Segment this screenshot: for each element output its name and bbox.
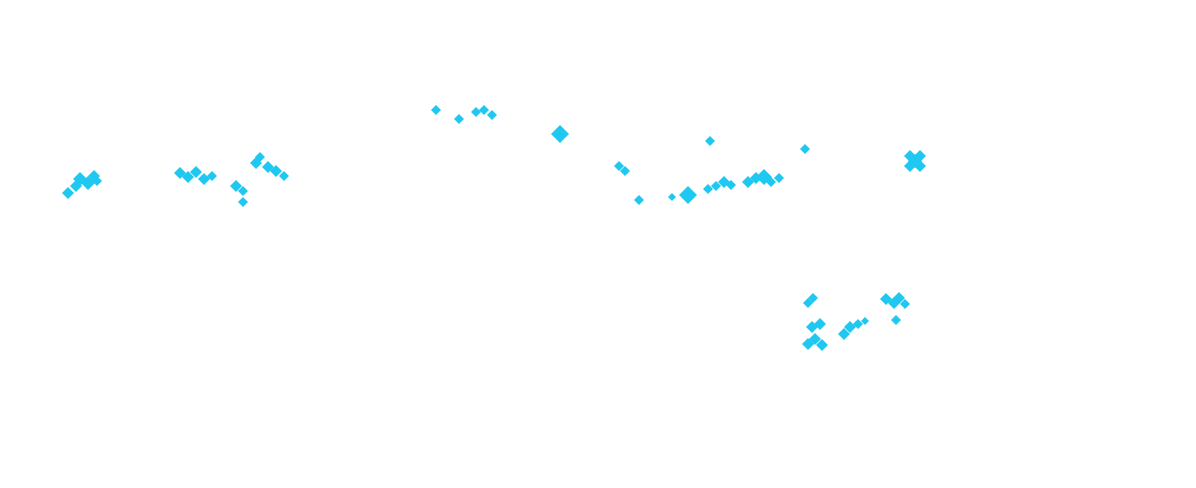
- diamond-mark: [814, 318, 826, 330]
- diamond-mark: [816, 339, 828, 351]
- diamond-mark: [914, 160, 926, 172]
- diamond-mark: [904, 160, 916, 172]
- cluster-right: [904, 150, 926, 172]
- diamond-mark: [182, 171, 194, 183]
- diamond-mark: [774, 173, 784, 183]
- diamond-mark: [270, 165, 282, 177]
- diamond-mark: [255, 152, 265, 162]
- diamond-mark: [703, 184, 713, 194]
- cluster-center: [614, 136, 810, 205]
- diamond-mark: [279, 171, 289, 181]
- diamond-mark: [808, 293, 818, 303]
- diamond-mark: [726, 180, 736, 190]
- cluster-left: [174, 152, 289, 207]
- diamond-mark: [479, 105, 489, 115]
- diamond-mark: [838, 328, 850, 340]
- diamond-mark: [679, 186, 697, 204]
- diamond-mark: [861, 317, 869, 325]
- diamond-mark: [900, 299, 910, 309]
- diamond-mark: [454, 114, 464, 124]
- diamond-mark: [766, 177, 776, 187]
- diamond-mark: [487, 110, 497, 120]
- diamond-mark: [238, 186, 248, 196]
- diamond-mark: [634, 195, 644, 205]
- diamond-mark: [230, 180, 242, 192]
- diamond-mark: [620, 166, 630, 176]
- cluster-lower-right: [802, 292, 910, 351]
- diamond-mark: [800, 144, 810, 154]
- diamond-mark: [238, 197, 248, 207]
- diamond-mark: [471, 107, 481, 117]
- diamond-mark: [705, 136, 715, 146]
- diamond-mark: [190, 166, 202, 178]
- diamond-mark: [431, 105, 441, 115]
- diamond-mark: [614, 161, 624, 171]
- diamond-mark: [711, 181, 721, 191]
- diamond-mark: [893, 292, 905, 304]
- diamond-mark: [809, 333, 821, 345]
- diamond-mark: [92, 176, 102, 186]
- diamond-mark: [551, 125, 569, 143]
- diamond-mark: [668, 193, 676, 201]
- diamond-mark: [891, 315, 901, 325]
- diamond-mark: [207, 171, 217, 181]
- cluster-far-left: [62, 170, 102, 199]
- diamond-mark: [62, 187, 74, 199]
- diamond-mark: [853, 319, 863, 329]
- cluster-center-top: [431, 105, 569, 143]
